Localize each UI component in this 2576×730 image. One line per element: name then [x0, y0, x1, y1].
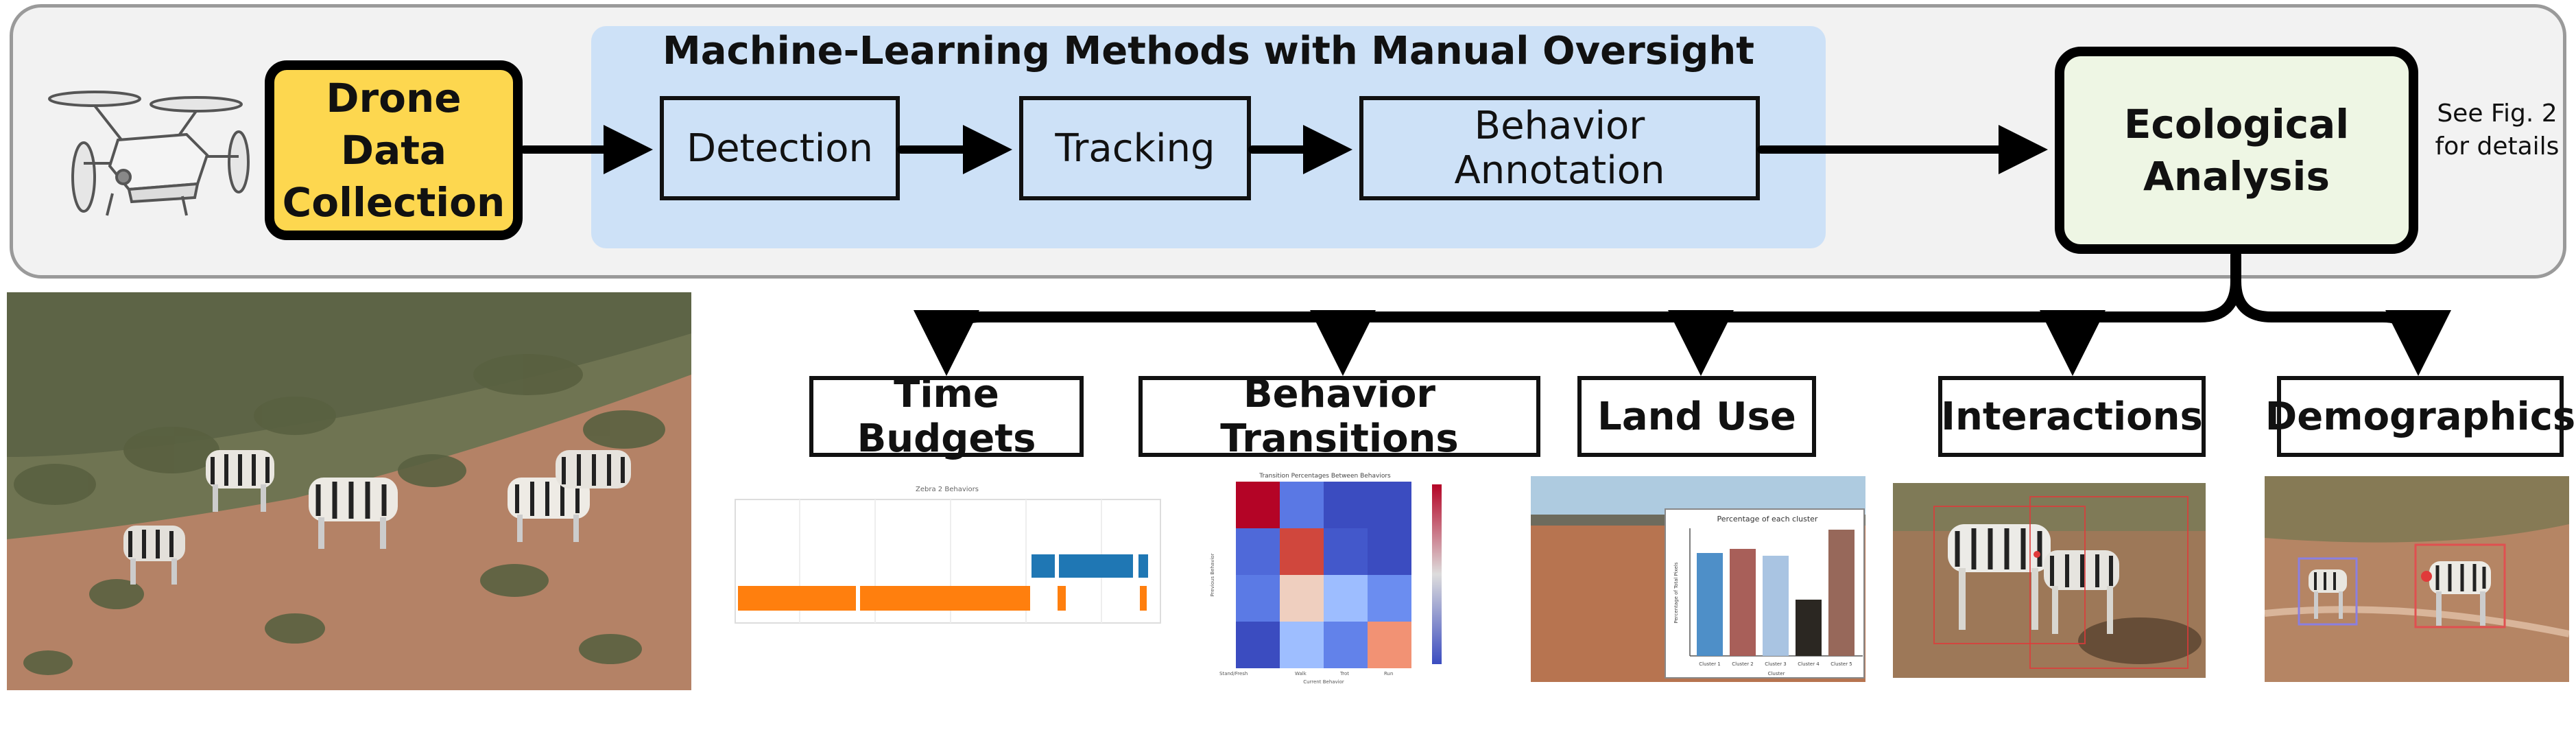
detection-box: Detection	[660, 96, 900, 200]
land-use-xlabel: Cluster	[1768, 671, 1785, 676]
heatmap-title: Transition Percentages Between Behaviors	[1259, 473, 1391, 480]
time-budget-bar-orange-1	[738, 586, 856, 611]
time-budget-bar-orange-3	[1058, 586, 1066, 611]
ecological-analysis-box: Ecological Analysis	[2055, 47, 2418, 254]
drone-data-collection-box: Drone Data Collection	[265, 60, 523, 240]
see-figure-note: See Fig. 2 for details	[2435, 99, 2560, 161]
ml-methods-title: Machine-Learning Methods with Manual Ove…	[663, 29, 1754, 73]
output-interactions: Interactions	[1938, 376, 2206, 457]
pipeline-arrows	[520, 125, 2451, 376]
time-budget-chart: Zebra 2 Behaviors	[711, 472, 1184, 644]
land-use-panel: Percentage of each cluster Cluster 1 Clu…	[1531, 476, 1865, 682]
branch-demographics	[2230, 276, 2451, 376]
output-behavior-transitions: Behavior Transitions	[1138, 372, 1540, 461]
time-budget-title: Zebra 2 Behaviors	[916, 486, 979, 493]
land-use-bar-1	[1697, 553, 1723, 656]
zebra-drone-photo	[7, 292, 691, 690]
heatmap-label-3: Run	[1384, 671, 1393, 676]
land-use-ylabel: Percentage of Total Pixels	[1673, 562, 1679, 623]
land-use-cat-3: Cluster 4	[1798, 661, 1820, 667]
land-use-title: Percentage of each cluster	[1717, 515, 1818, 523]
zebra-group	[123, 450, 631, 585]
demographics-box-juvenile	[2298, 557, 2358, 626]
land-use-cat-4: Cluster 5	[1830, 661, 1852, 667]
land-use-cat-2: Cluster 3	[1765, 661, 1787, 667]
heatmap-label-0: Stand/Fresh	[1219, 671, 1248, 676]
behavior-annotation-box: Behavior Annotation	[1359, 96, 1760, 200]
heatmap-label-2: Trot	[1339, 671, 1349, 676]
land-use-cat-1: Cluster 2	[1732, 661, 1754, 667]
land-use-cat-0: Cluster 1	[1699, 661, 1721, 667]
branch-time-budgets	[914, 250, 2241, 376]
land-use-bar-5	[1828, 530, 1855, 656]
heatmap-xlabel: Current Behavior	[1303, 679, 1344, 685]
heatmap-colorbar	[1432, 484, 1442, 664]
output-demographics: Demographics	[2265, 376, 2575, 457]
heatmap-cells	[1236, 482, 1411, 668]
demographics-photo	[2265, 476, 2569, 682]
land-use-bar-4	[1796, 600, 1822, 656]
time-budget-bar-blue-3	[1138, 554, 1148, 578]
time-budget-bar-blue-1	[1031, 554, 1055, 578]
heatmap-label-1: Walk	[1295, 671, 1307, 676]
output-time-budgets: Time Budgets	[809, 372, 1084, 461]
demographics-box-adult	[2414, 543, 2506, 628]
land-use-bar-3	[1763, 556, 1789, 656]
time-budget-bar-orange-4	[1140, 586, 1147, 611]
land-use-bar-2	[1730, 549, 1756, 656]
tracking-box: Tracking	[1019, 96, 1251, 200]
behavior-transition-heatmap: Transition Percentages Between Behaviors…	[1202, 469, 1462, 686]
interactions-photo	[1893, 483, 2206, 678]
heatmap-ylabel: Previous Behavior	[1210, 553, 1215, 596]
time-budget-bar-orange-2	[860, 586, 1030, 611]
drone-icon	[48, 91, 250, 216]
time-budget-bar-blue-2	[1059, 554, 1133, 578]
output-land-use: Land Use	[1577, 376, 1816, 457]
